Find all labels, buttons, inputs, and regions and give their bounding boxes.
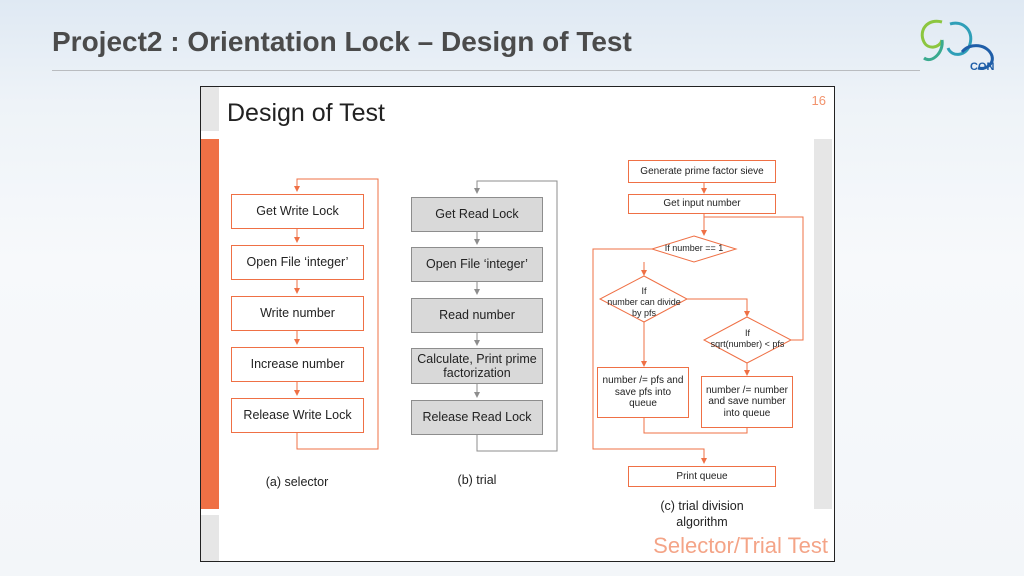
slide-accent-bar <box>201 139 219 509</box>
trial-caption: (b) trial <box>457 473 497 487</box>
title-divider <box>52 70 920 71</box>
selector-step: Release Write Lock <box>231 398 364 433</box>
selector-step: Get Write Lock <box>231 194 364 229</box>
page-number: 16 <box>811 93 826 108</box>
decision-sqrt-line: If <box>744 328 750 338</box>
trial-step: Release Read Lock <box>411 400 543 435</box>
slide-left-gray-bottom <box>201 515 219 561</box>
action-divide-pfs: number /= pfs and save pfs into queue <box>597 367 689 418</box>
slide-footer: Selector/Trial Test <box>653 533 828 558</box>
trial-step: Get Read Lock <box>411 197 543 232</box>
decision-can-divide-line: by pfs <box>631 307 656 318</box>
decision-sqrt-line: sqrt(number) < pfs <box>710 338 785 349</box>
generate-sieve-box: Generate prime factor sieve <box>628 160 776 183</box>
flow-connectors <box>294 178 804 464</box>
algorithm-caption: (c) trial division algorithm <box>660 499 744 529</box>
selector-step: Write number <box>231 296 364 331</box>
trial-step: Read number <box>411 298 543 333</box>
action-divide-number: number /= number and save number into qu… <box>701 376 793 428</box>
decision-number-equals-one: If number == 1 <box>664 243 724 253</box>
selector-step: Open File ‘integer’ <box>231 245 364 280</box>
slide-title: Design of Test <box>227 99 385 127</box>
print-queue-box: Print queue <box>628 466 776 487</box>
selector-caption: (a) selector <box>265 475 329 489</box>
decision-can-divide-line: If <box>641 286 647 296</box>
slide-left-gray-top <box>201 87 219 131</box>
decision-can-divide-line: number can divide <box>607 296 681 307</box>
decision-sqrt: If sqrt(number) < pfs <box>704 328 791 350</box>
page-title: Project2 : Orientation Lock – Design of … <box>52 26 632 57</box>
get-input-box: Get input number <box>628 194 776 214</box>
swirl-logo-icon: CON <box>920 19 995 73</box>
embedded-slide: Design of Test 16 <box>200 86 835 562</box>
trial-step: Calculate, Print prime factorization <box>411 348 543 384</box>
slide-right-strip <box>814 139 832 509</box>
svg-text:CON: CON <box>970 61 995 73</box>
trial-step: Open File ‘integer’ <box>411 247 543 282</box>
decision-can-divide: If number can divide by pfs <box>600 286 688 318</box>
selector-step: Increase number <box>231 347 364 382</box>
